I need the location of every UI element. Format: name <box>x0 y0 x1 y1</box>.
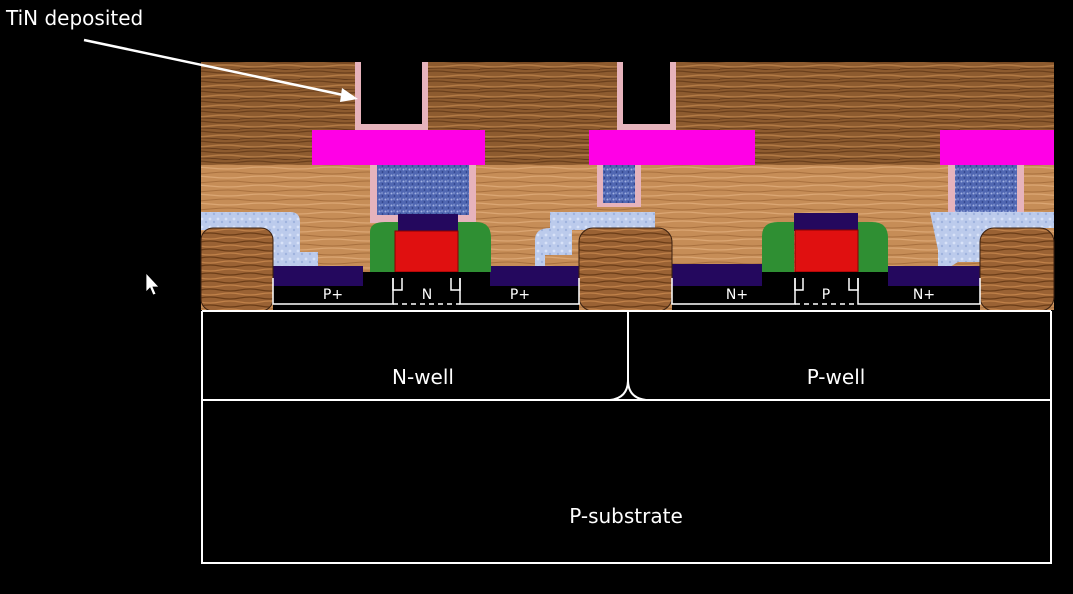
p-well-label: P-well <box>807 365 866 389</box>
mouse-cursor-icon <box>145 271 160 296</box>
tin-deposited-annotation: TiN deposited <box>5 6 143 30</box>
n-well-label: N-well <box>392 365 454 389</box>
active-silicon <box>273 272 980 311</box>
pmos-drain-label: P+ <box>510 287 530 303</box>
pmos-channel-label: N <box>422 287 432 303</box>
nitride-liner <box>201 212 1054 270</box>
contact-plug-pmos-gate <box>370 165 476 223</box>
silicide-regions <box>273 213 983 286</box>
via-trench-2 <box>617 62 676 130</box>
shallow-trench-isolation <box>200 227 1055 312</box>
annotation-arrow <box>83 38 358 102</box>
nmos-source-label: N+ <box>726 287 748 303</box>
nmos-drain-label: N+ <box>913 287 935 303</box>
pmos-source-label: P+ <box>323 287 343 303</box>
substrate-outline <box>201 399 1052 564</box>
nmos-channel-label: P <box>822 287 830 303</box>
via-trench-1 <box>355 62 428 130</box>
diffusion-outlines <box>272 278 981 305</box>
p-substrate-label: P-substrate <box>569 504 683 528</box>
metal-1-lines <box>312 130 1054 165</box>
well-outlines <box>201 310 1052 401</box>
gate-spacers <box>370 222 888 272</box>
contact-plug-middle <box>597 165 641 207</box>
